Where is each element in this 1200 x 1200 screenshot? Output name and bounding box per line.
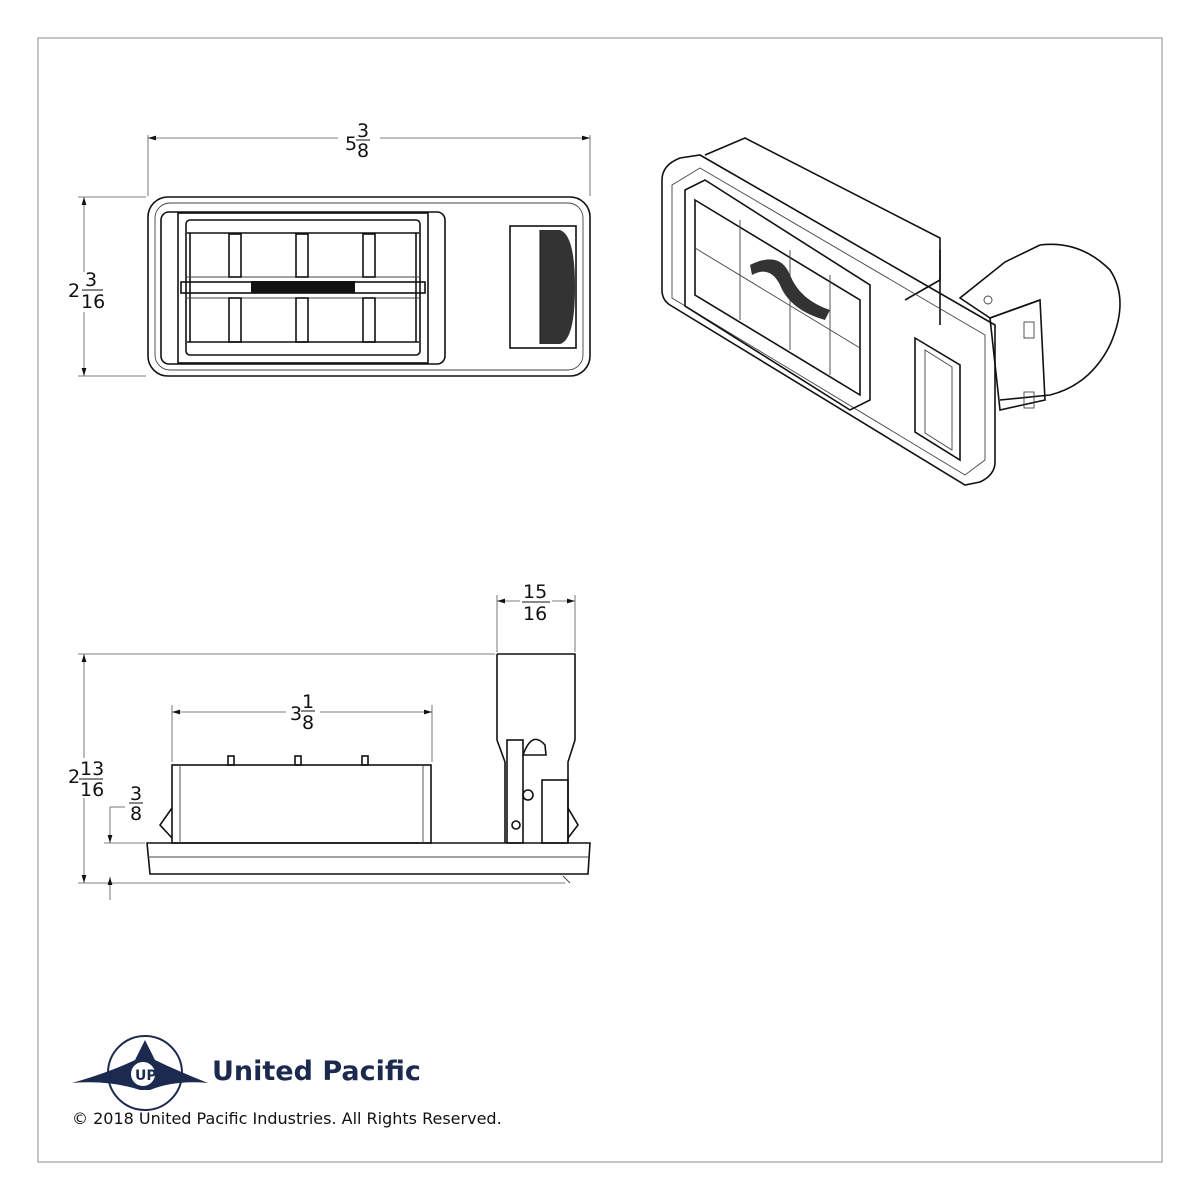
body-width-dim-den: 8 (302, 712, 314, 734)
top-view: 5 3 8 2 3 16 (66, 120, 591, 377)
louver-slider (251, 281, 355, 293)
united-pacific-logo: UP (72, 1035, 208, 1111)
copyright-text: © 2018 United Pacific Industries. All Ri… (72, 1109, 502, 1128)
depth-dim-num: 15 (523, 581, 547, 603)
bezel-outline (147, 196, 591, 377)
flange-dim-num: 3 (130, 783, 142, 805)
width-dim-num: 3 (357, 120, 369, 142)
rocker-switch (540, 230, 575, 344)
switch-body (496, 653, 576, 843)
switch-housing (999, 243, 1121, 401)
flange-dim-den: 8 (130, 803, 142, 825)
total-height-dim-num: 13 (80, 758, 104, 780)
body-width-dim-num: 1 (302, 691, 314, 713)
switch-opening (509, 225, 577, 349)
louver-frame (185, 219, 421, 356)
width-dim-den: 8 (357, 140, 369, 162)
iso-vent-opening (684, 179, 871, 411)
iso-bezel (661, 154, 996, 486)
height-dim-den: 16 (81, 291, 105, 313)
brand-name: United Pacific (212, 1056, 421, 1087)
depth-dim-den: 16 (523, 603, 547, 625)
bezel-flange (146, 842, 591, 875)
height-dim-whole: 2 (68, 280, 80, 302)
vent-body (171, 764, 432, 844)
total-height-dim-den: 16 (80, 779, 104, 801)
side-view: 15 16 3 1 8 2 13 16 3 8 (66, 581, 591, 900)
isometric-view (661, 137, 1121, 486)
vent-opening (160, 211, 446, 365)
width-dim-whole: 5 (345, 133, 357, 155)
page-border (37, 37, 1163, 1163)
body-width-dim-whole: 3 (290, 703, 302, 725)
total-height-dim-whole: 2 (68, 766, 80, 788)
logo-letters: UP (135, 1068, 157, 1084)
height-dim-num: 3 (85, 269, 97, 291)
screw-icon (522, 789, 534, 801)
iso-switch-opening (914, 336, 961, 462)
